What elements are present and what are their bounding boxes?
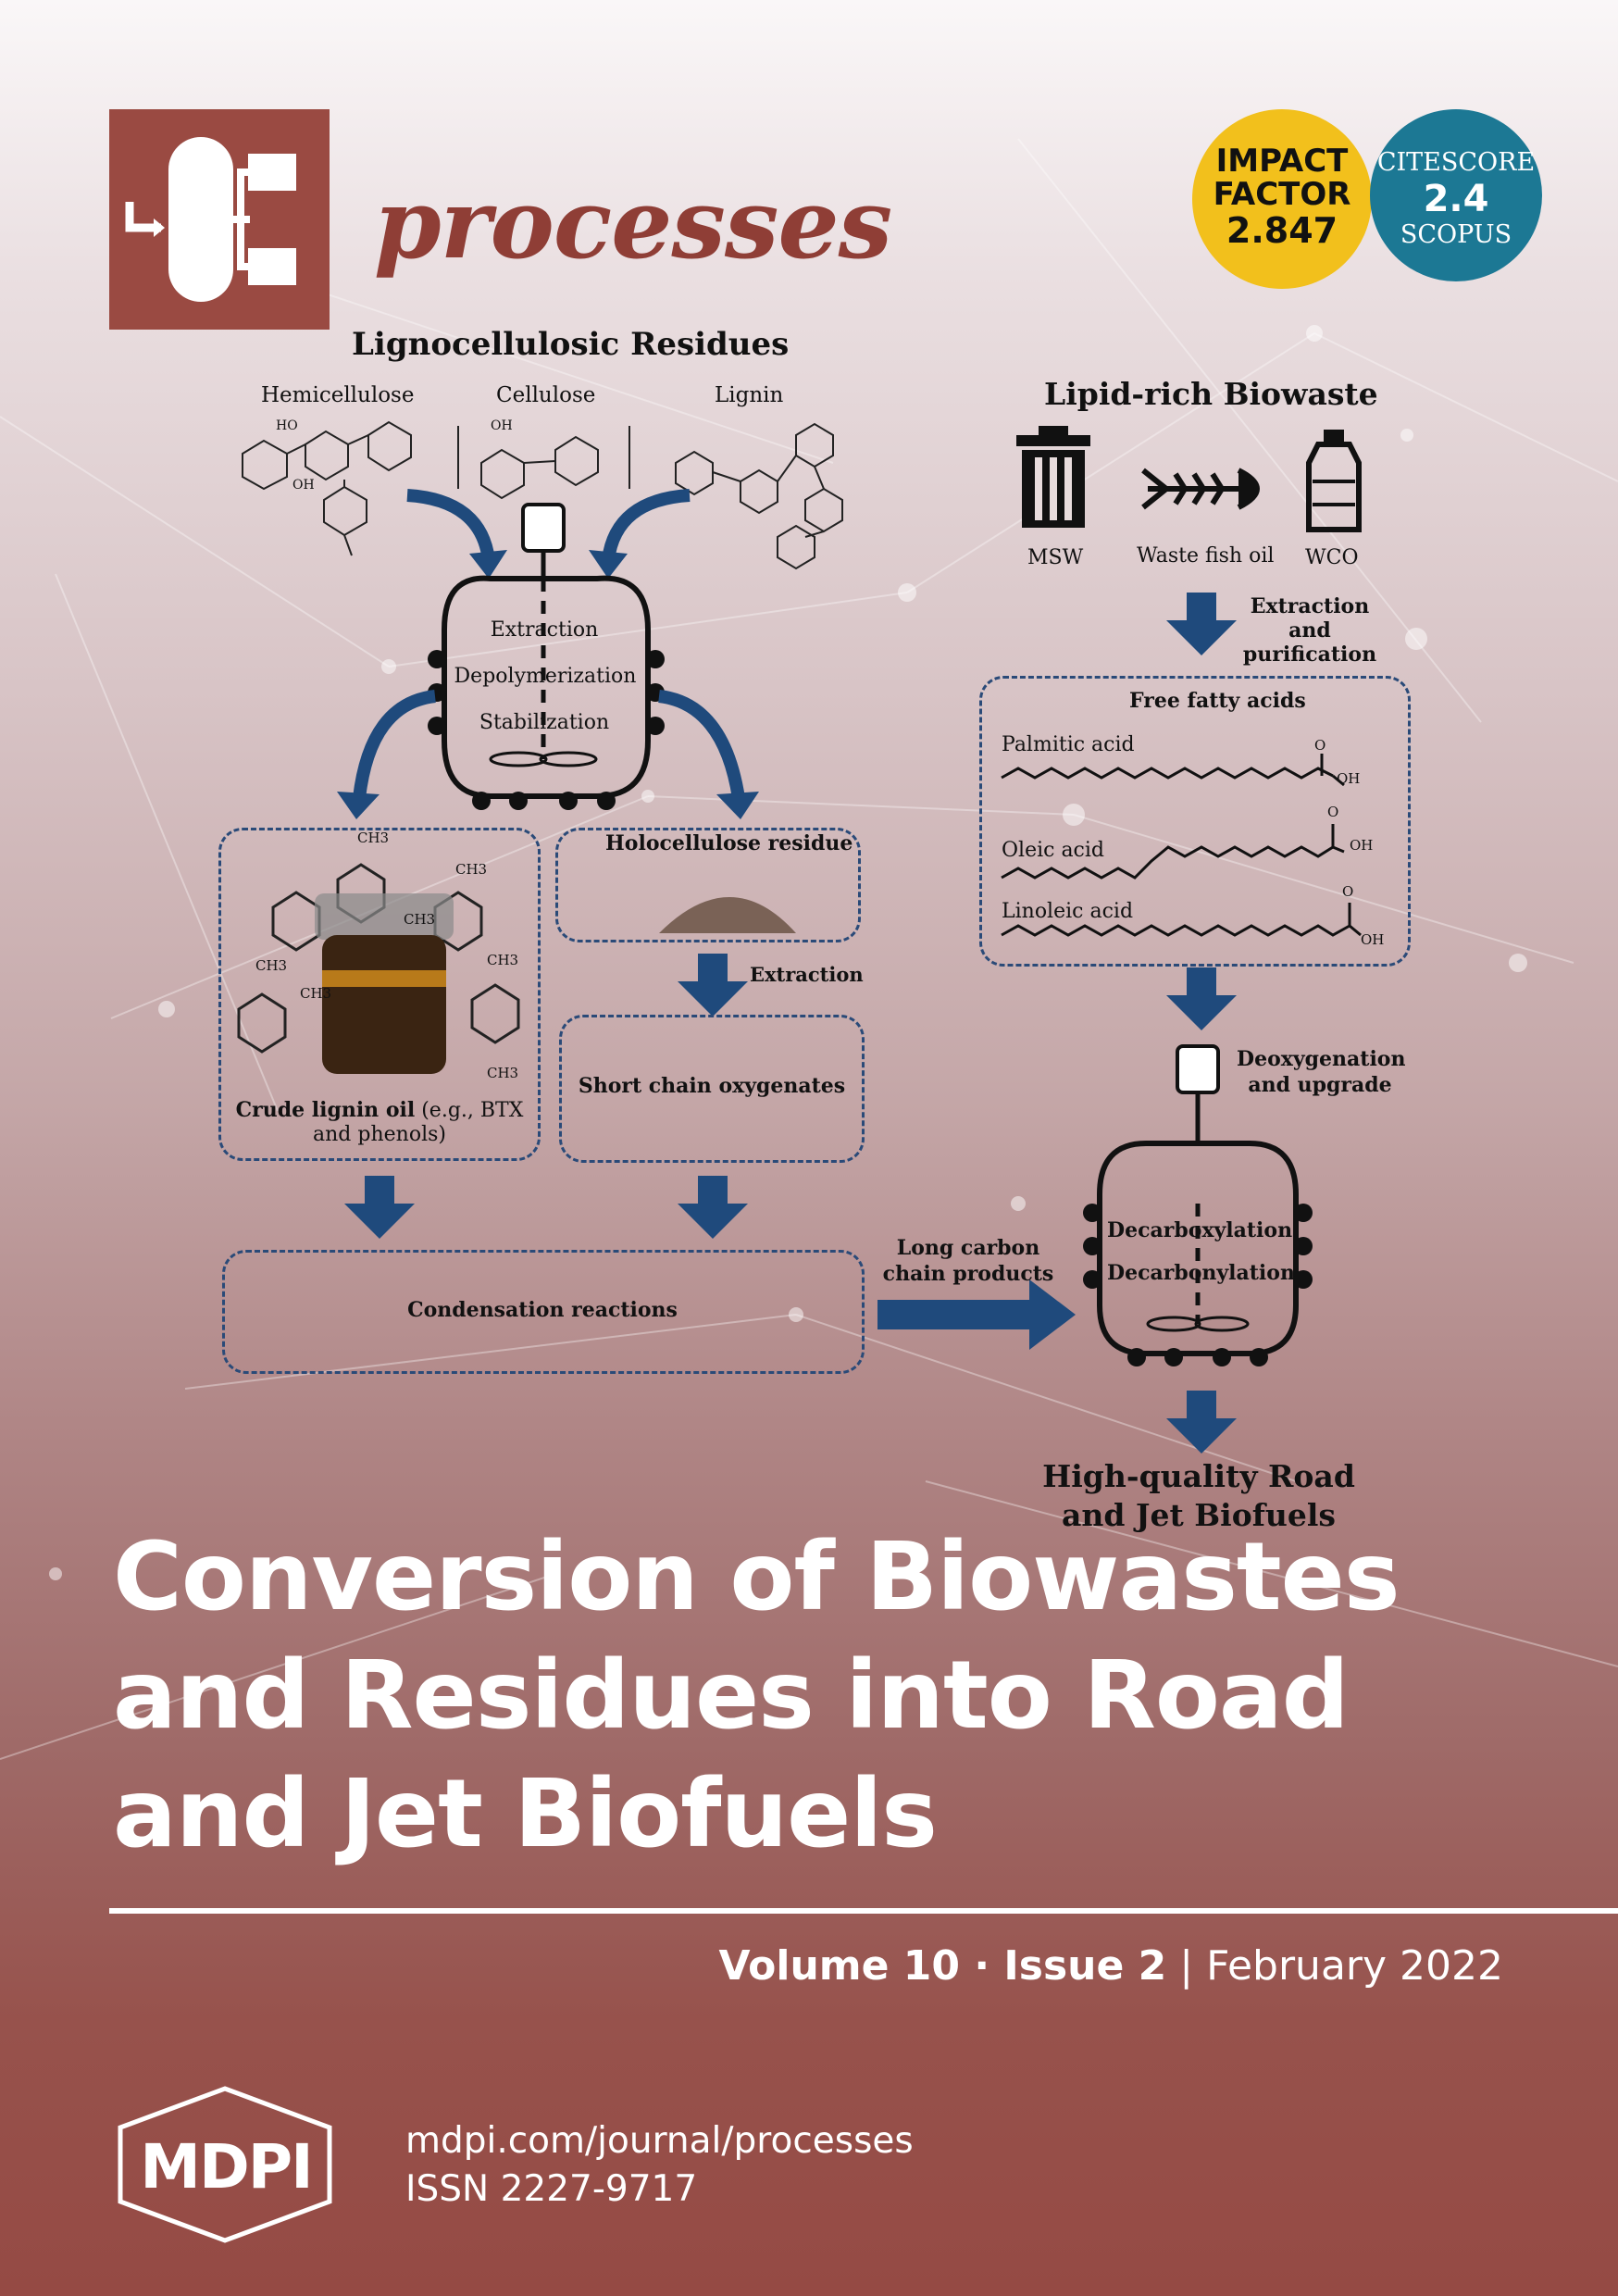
holocellulose-pile-icon <box>659 897 796 933</box>
condensation-label: Condensation reactions <box>407 1298 678 1322</box>
reactor-depolymerization-label: Depolymerization <box>454 665 637 688</box>
impact-label-line1: IMPACT <box>1215 143 1349 180</box>
oleic-oh-label: OH <box>1350 837 1374 854</box>
waste-fish-oil-label: Waste fish oil <box>1137 544 1275 568</box>
long-carbon-label: Long carbon chain products <box>882 1236 1054 1286</box>
extraction-purification-label: Extraction and purification <box>1242 594 1377 667</box>
issue-number: Issue 2 <box>1003 1942 1167 1990</box>
crude-lignin-oil-note: (e.g., BTX and phenols) <box>313 1099 524 1146</box>
cellulose-structure-icon <box>457 426 630 500</box>
issue-date: February 2022 <box>1206 1942 1503 1990</box>
ch3-label-5: CH3 <box>300 985 332 1002</box>
lipid-title: Lipid-rich Biowaste <box>1044 376 1378 412</box>
process-diagram <box>237 420 1362 1454</box>
journal-url[interactable]: mdpi.com/journal/processes <box>405 2120 914 2162</box>
fish-bone-icon <box>1141 468 1260 510</box>
hemicellulose-ho-label: HO <box>276 418 298 433</box>
extraction-label: Extraction <box>750 963 864 986</box>
trash-can-icon <box>1016 426 1090 528</box>
journal-name: processes <box>374 167 892 281</box>
fatty-acid-chains-icon <box>1001 754 1362 937</box>
wco-label: WCO <box>1305 546 1359 569</box>
ch3-label-7: CH3 <box>487 1065 519 1081</box>
ch3-label-2: CH3 <box>455 861 488 878</box>
issn: ISSN 2227-9717 <box>405 2168 698 2210</box>
decarbonylation-label: Decarbonylation <box>1107 1261 1295 1285</box>
linoleic-oh-label: OH <box>1361 931 1385 948</box>
issue-info: Volume 10 · Issue 2 | February 2022 <box>719 1942 1503 1990</box>
mdpi-logo-icon <box>118 2086 332 2243</box>
holocellulose-label: Holocellulose residue <box>605 831 853 855</box>
issue-separator: · <box>960 1942 1004 1990</box>
output-label: High-quality Road and Jet Biofuels <box>1042 1458 1355 1533</box>
ch3-label-6: CH3 <box>487 952 519 968</box>
cellulose-label: Cellulose <box>496 383 596 407</box>
scopus-label: SCOPUS <box>1400 220 1512 249</box>
linoleic-o-label: O <box>1342 883 1354 900</box>
palmitic-oh-label: OH <box>1337 770 1361 787</box>
lignin-oil-jar-icon <box>315 893 454 1074</box>
ch3-label-3: CH3 <box>404 911 436 928</box>
msw-label: MSW <box>1027 546 1084 569</box>
short-chain-box <box>559 1015 865 1163</box>
processes-logo-icon <box>125 137 296 302</box>
citescore-label: CITESCORE <box>1376 148 1536 177</box>
crude-lignin-oil-bold: Crude lignin oil <box>235 1098 416 1122</box>
condensation-box <box>222 1250 865 1374</box>
impact-label-line2: FACTOR <box>1213 176 1351 213</box>
lignocellulosic-title: Lignocellulosic Residues <box>352 326 790 363</box>
ch3-label-4: CH3 <box>255 957 288 974</box>
reactor-extraction-label: Extraction <box>490 618 599 642</box>
free-fatty-acids-box <box>979 676 1411 967</box>
palmitic-acid-label: Palmitic acid <box>1002 733 1135 756</box>
hemicellulose-oh-label: OH <box>292 478 315 493</box>
linoleic-acid-label: Linoleic acid <box>1002 900 1134 923</box>
reactor-1-icon <box>428 503 665 810</box>
ch3-label-1: CH3 <box>357 830 390 846</box>
lignin-label: Lignin <box>715 383 784 407</box>
citescore-badge: CITESCORE 2.4 SCOPUS <box>1370 109 1542 281</box>
journal-logo <box>109 109 330 330</box>
article-title: Conversion of Biowastes and Residues int… <box>113 1522 1400 1869</box>
bottle-icon <box>1306 430 1362 532</box>
palmitic-o-label: O <box>1314 737 1326 754</box>
oleic-o-label: O <box>1327 804 1339 820</box>
hemicellulose-label: Hemicellulose <box>261 383 415 407</box>
hemicellulose-structure-icon <box>242 420 412 556</box>
holocellulose-box <box>555 828 861 942</box>
citescore-value: 2.4 <box>1423 178 1489 220</box>
short-chain-label: Short chain oxygenates <box>578 1074 846 1098</box>
reactor-2-icon <box>1083 1044 1313 1366</box>
cellulose-oh-label: OH <box>491 418 513 433</box>
lignin-structure-icon <box>675 422 843 570</box>
mdpi-logo-text: MDPI <box>140 2131 313 2202</box>
crude-lignin-oil-box <box>218 828 541 1161</box>
decarboxylation-label: Decarboxylation <box>1107 1218 1293 1242</box>
issue-bar: | <box>1166 1942 1207 1990</box>
volume: Volume 10 <box>718 1942 961 1990</box>
oleic-acid-label: Oleic acid <box>1002 839 1104 862</box>
crude-lignin-oil-label: Crude lignin oil (e.g., BTX and phenols) <box>222 1098 537 1147</box>
title-divider <box>109 1908 1618 1914</box>
reactor-stabilization-label: Stabilization <box>479 711 610 734</box>
impact-factor-badge: IMPACT FACTOR 2.847 <box>1192 109 1372 289</box>
deoxygenation-label: Deoxygenation and upgrade <box>1237 1047 1406 1097</box>
impact-value: 2.847 <box>1226 210 1338 251</box>
free-fatty-acids-label: Free fatty acids <box>1129 689 1306 713</box>
